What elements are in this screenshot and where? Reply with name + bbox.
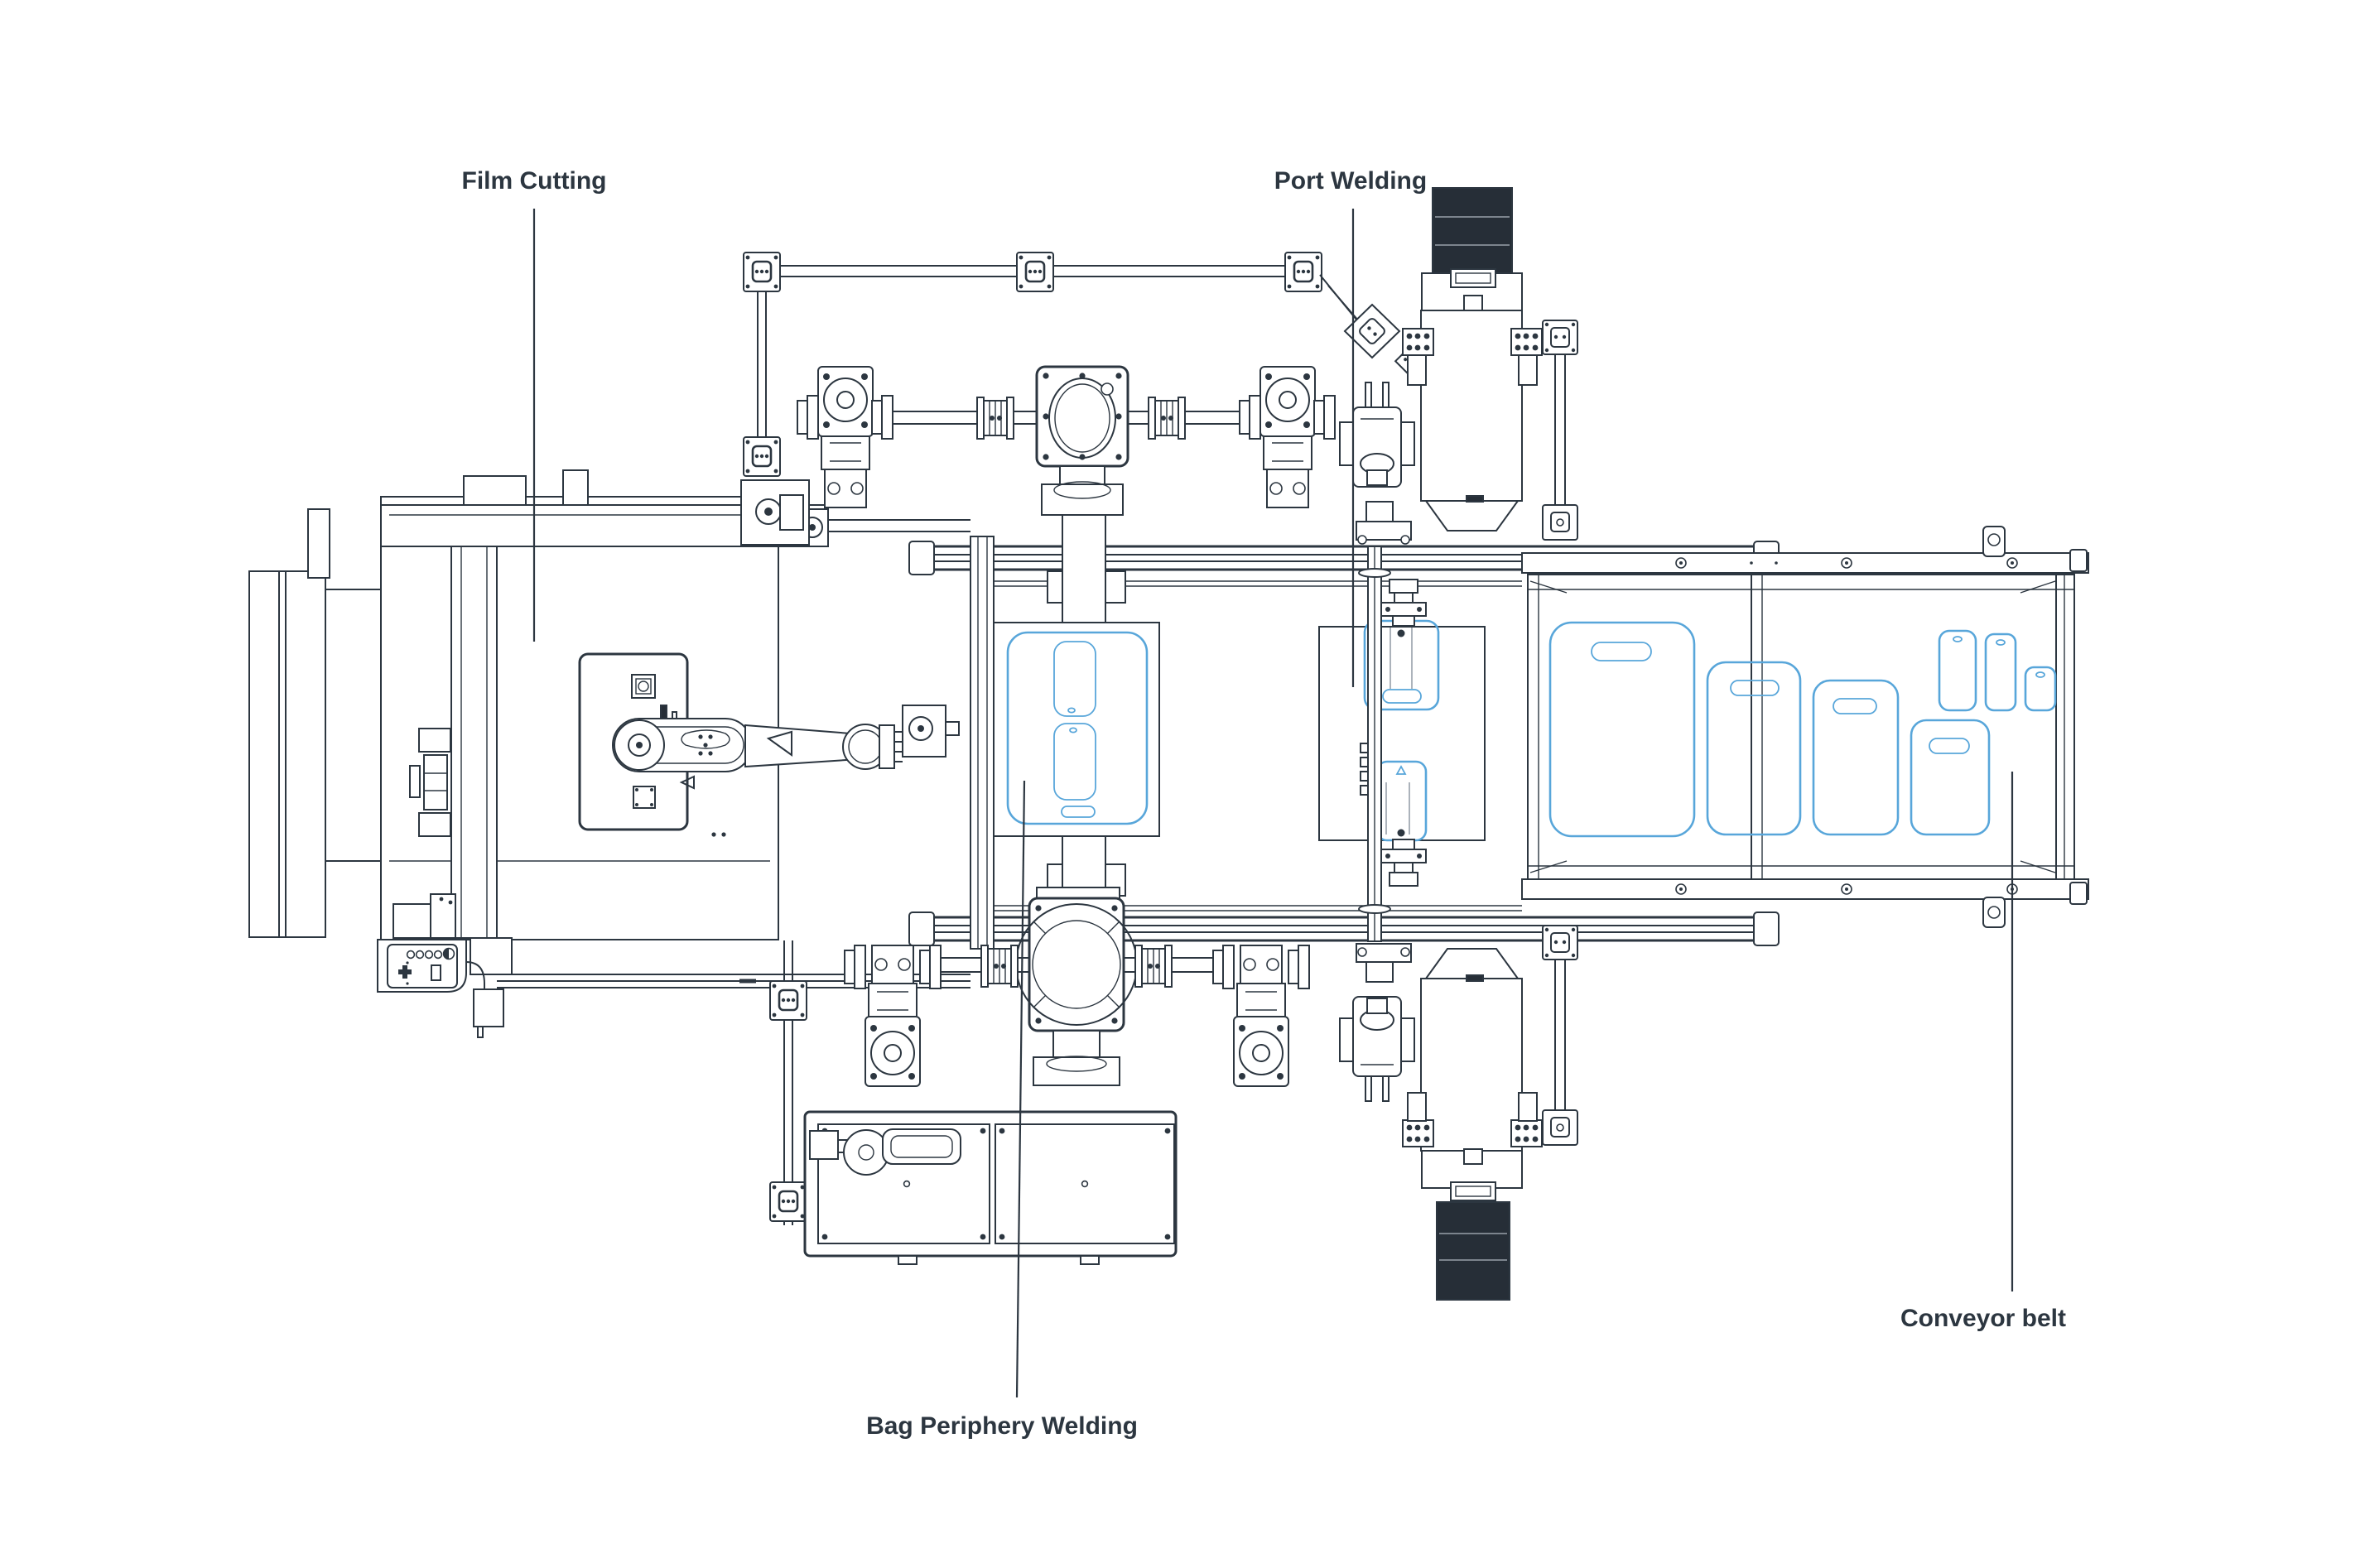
bag-outline (1006, 631, 1149, 825)
weld-motor-left (817, 366, 874, 508)
shaft-cap (919, 945, 942, 989)
weld-motor-right (1259, 366, 1316, 508)
bag-periphery-welding-leader-line (1015, 780, 1026, 1398)
mount-plate (768, 1181, 808, 1223)
stacker-side-plate (1510, 1119, 1543, 1147)
shaft-cap (797, 395, 819, 440)
stacker-top (1402, 187, 1578, 541)
port-welding-label: Port Welding (1274, 167, 1427, 195)
bag-medium-1 (1706, 661, 1802, 836)
callout-film-cutting: Film Cutting (462, 167, 607, 642)
bag-periphery-welding-label: Bag Periphery Welding (866, 1412, 1138, 1440)
callouts: Film Cutting Port Welding Bag Periphery … (462, 167, 2067, 1440)
conveyor-belt (1521, 526, 2089, 928)
shaft-coupler (980, 945, 1019, 988)
port-welding-station (1318, 382, 1486, 1102)
bag-large (1548, 621, 1696, 838)
mount-plate (1015, 251, 1055, 293)
film-unwind-roll (248, 508, 381, 938)
weld-motor-left-b (865, 945, 921, 1087)
shaft-coupler (976, 397, 1014, 440)
port-transfer-rod (1358, 546, 1391, 942)
port-welder-bottom (1339, 996, 1415, 1102)
shaft-cap (871, 395, 893, 440)
shaft-cap (1212, 945, 1235, 989)
cutter-rail (393, 546, 513, 975)
stacker-bottom (1402, 925, 1578, 1301)
bag-mini-3 (2024, 666, 2057, 712)
mount-tab-top (1982, 526, 2006, 557)
conveyor-belt-label: Conveyor belt (1900, 1305, 2066, 1332)
callout-conveyor-belt: Conveyor belt (1900, 772, 2066, 1332)
top-weld-assembly (740, 251, 1422, 546)
rod-gripper-lower (1380, 839, 1427, 887)
weld-motor-right-b (1233, 945, 1289, 1087)
port-welder-top (1339, 382, 1415, 488)
stacker-side-plate (1402, 1119, 1434, 1147)
bottom-weld-table (803, 1110, 1178, 1265)
callout-bag-periphery-welding: Bag Periphery Welding (866, 780, 1138, 1440)
bag-periphery-station (993, 622, 1160, 837)
top-weld-turret (1035, 365, 1129, 516)
bag-mini-2 (1984, 632, 2017, 712)
rod-drive-bottom (1356, 943, 1412, 983)
mount-plate (768, 979, 808, 1022)
bottom-weld-assembly (768, 887, 1310, 1225)
bag-medium-2 (1812, 679, 1900, 836)
mount-plate (1284, 251, 1323, 293)
shaft-cap (1313, 395, 1336, 440)
cutting-robot-arm (578, 652, 903, 831)
bottom-weld-turret (1015, 887, 1138, 1086)
stacker-side-plate (1402, 328, 1434, 356)
mount-plate (742, 251, 782, 293)
connecting-rails (828, 519, 970, 532)
shaft-cap (1239, 395, 1261, 440)
bag-mini-1 (1938, 629, 1977, 712)
diagonal-arm (1319, 274, 1422, 376)
film-cutting-machine (248, 469, 970, 1038)
bag-small (1910, 719, 1991, 836)
callout-port-welding: Port Welding (1274, 167, 1427, 687)
stacker-link-top (1542, 320, 1578, 541)
stacker-link-bottom (1542, 925, 1578, 1146)
finished-bags (1548, 621, 2057, 838)
shaft-cap (1288, 945, 1310, 989)
stacker-side-plate (1510, 328, 1543, 356)
film-feed-drive (902, 705, 960, 758)
film-cutting-label: Film Cutting (462, 167, 607, 195)
shaft-coupler (1148, 397, 1186, 440)
rod-drive-top (1356, 501, 1412, 545)
table-loader-robot (809, 1128, 961, 1176)
mount-tab-bottom (1982, 897, 2006, 928)
control-panel (377, 939, 467, 993)
shaft-coupler (1134, 945, 1173, 988)
shaft-cap (844, 945, 866, 989)
mount-plate (742, 435, 782, 478)
